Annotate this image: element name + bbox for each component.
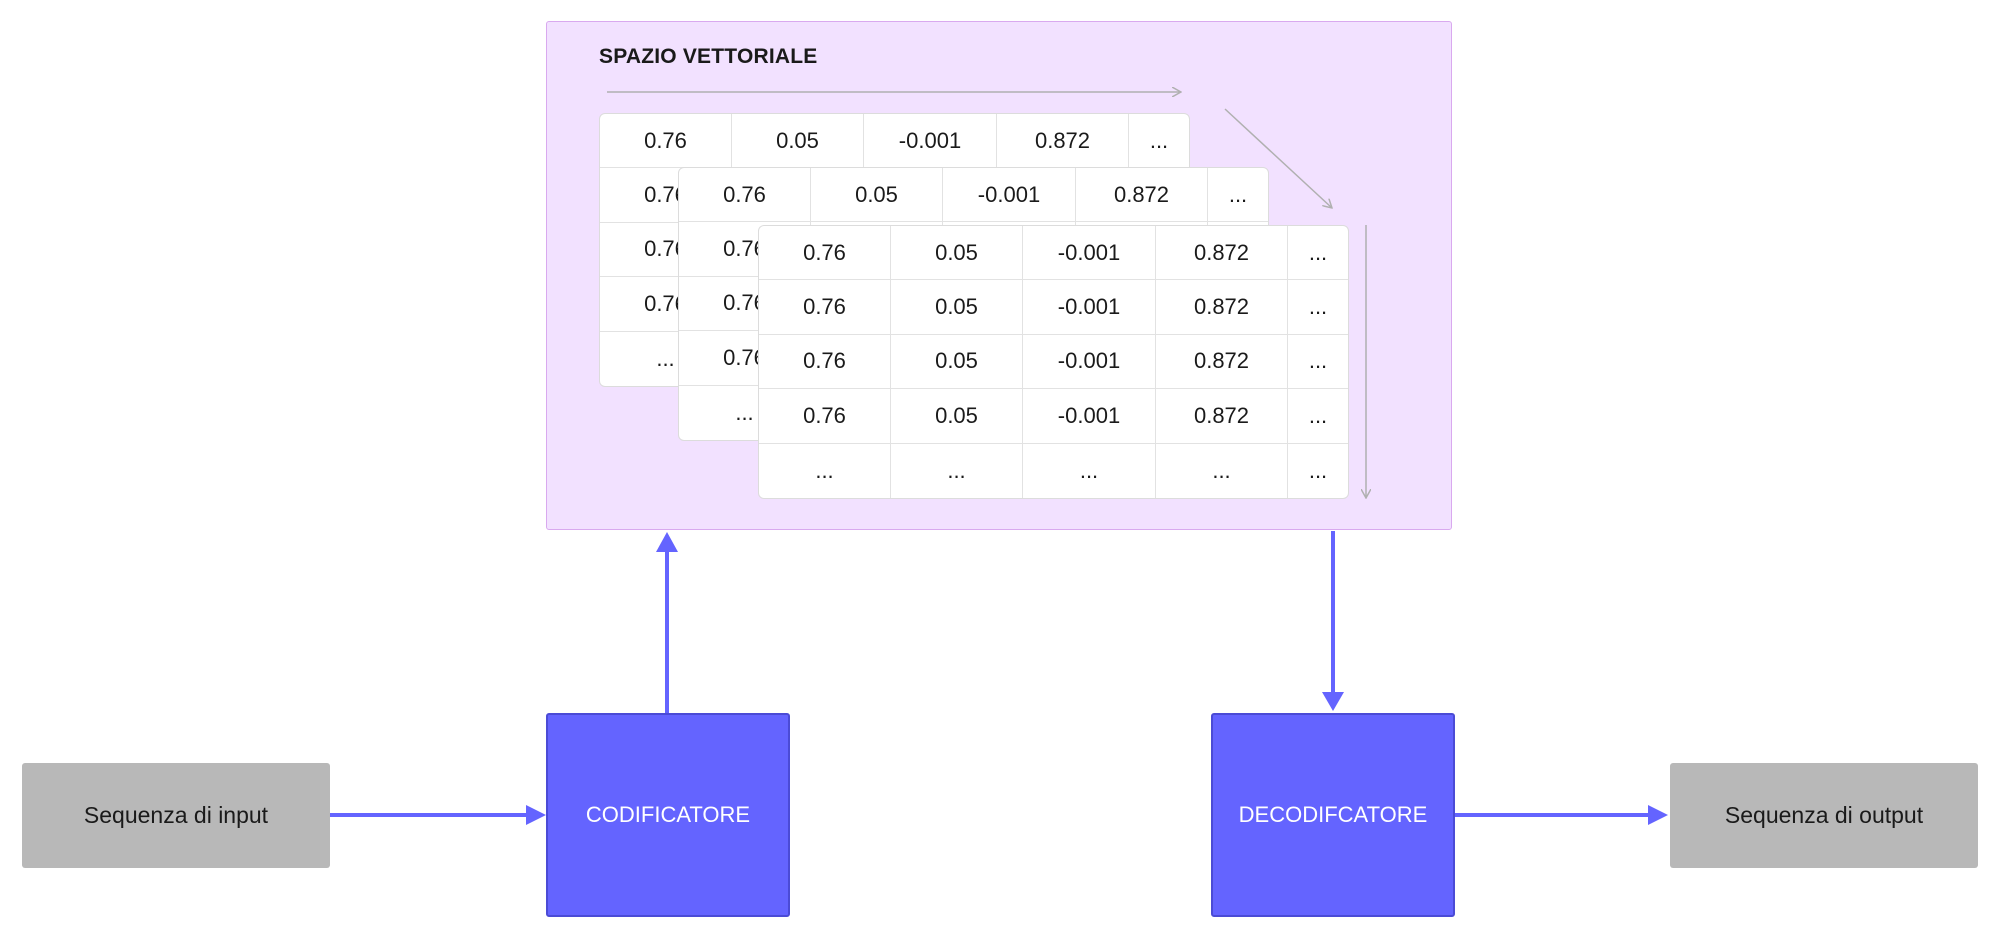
matrix-cell: ... — [891, 443, 1023, 498]
decoder-label: DECODIFCATORE — [1238, 802, 1428, 827]
matrix-cell: ... — [1156, 443, 1288, 498]
matrix-cell: ... — [1208, 168, 1268, 223]
matrix-cell: 0.872 — [1156, 389, 1288, 444]
encoder-box: CODIFICATORE — [546, 713, 790, 917]
arrow-encoder-to-vector-space-head — [656, 532, 678, 552]
matrix-cell: 0.76 — [679, 168, 811, 223]
matrix-cell: ... — [1288, 226, 1348, 281]
encoder-label: CODIFICATORE — [585, 802, 751, 827]
matrix-cell: 0.05 — [891, 226, 1023, 281]
matrix-cell: ... — [1023, 443, 1156, 498]
output-sequence-box: Sequenza di output — [1670, 763, 1978, 868]
arrow-decoder-to-output-head — [1648, 805, 1668, 825]
matrix-cell: 0.76 — [759, 334, 891, 390]
output-sequence-label: Sequenza di output — [1724, 802, 1924, 828]
matrix-cell: 0.76 — [759, 389, 891, 444]
matrix-cell: ... — [759, 443, 891, 498]
matrix-cell: -0.001 — [943, 168, 1076, 223]
matrix-cell: 0.872 — [1076, 168, 1208, 223]
matrix-cell: 0.872 — [1156, 226, 1288, 281]
arrow-vector-space-to-decoder-head — [1322, 692, 1344, 711]
arrow-input-to-encoder-head — [526, 805, 546, 825]
matrix-cell: 0.05 — [811, 168, 943, 223]
matrix-cell: ... — [1308, 457, 1328, 483]
matrix-cell: -0.001 — [1023, 389, 1156, 444]
decoder-box: DECODIFCATORE — [1211, 713, 1455, 917]
matrix-cell: 0.05 — [891, 280, 1023, 335]
input-sequence-label: Sequenza di input — [83, 802, 269, 828]
matrix-cell: 0.76 — [759, 226, 891, 281]
matrix-cell: ... — [1288, 335, 1348, 390]
matrix-cell: 0.05 — [891, 334, 1023, 390]
guide-arrow-diagonal — [1224, 108, 1332, 208]
matrix-cell: 0.05 — [891, 389, 1023, 444]
matrix-cell: 0.76 — [600, 114, 732, 169]
matrix-cell: 0.872 — [1156, 280, 1288, 335]
vector-space-title: SPAZIO VETTORIALE — [599, 45, 818, 68]
matrix-cell: 0.872 — [1156, 334, 1288, 390]
matrix-cell: -0.001 — [1023, 226, 1156, 281]
matrix-cell: ... — [1288, 280, 1348, 335]
matrix-cell: -0.001 — [1023, 280, 1156, 335]
matrix-cell: 0.76 — [759, 280, 891, 335]
matrix-cell: -0.001 — [1023, 334, 1156, 390]
input-sequence-box: Sequenza di input — [22, 763, 330, 868]
matrix-cell: ... — [1288, 389, 1348, 444]
